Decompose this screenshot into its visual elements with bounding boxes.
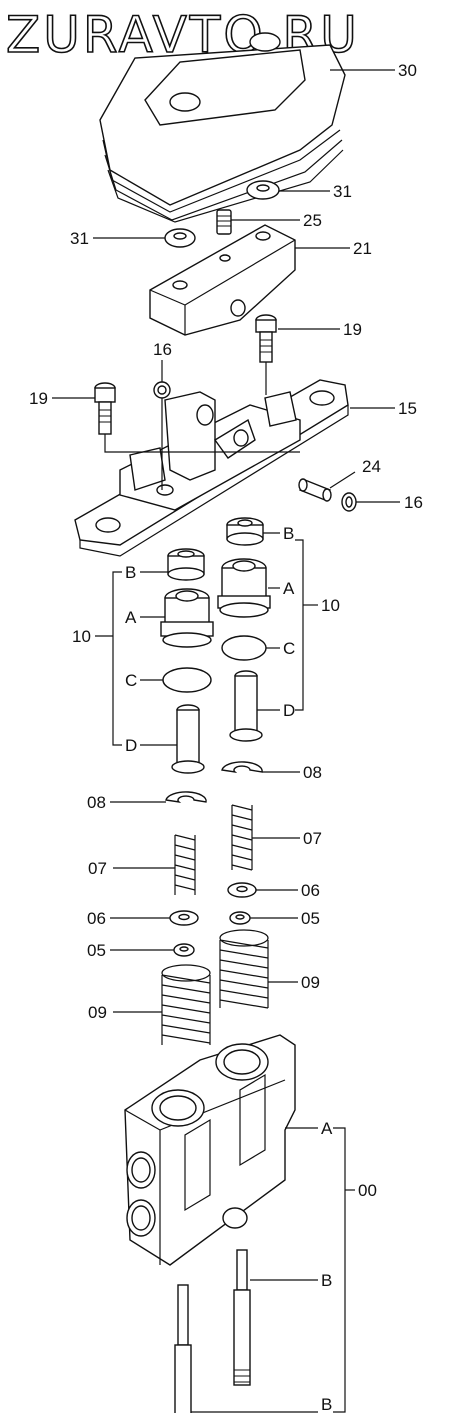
- part-09-spring-right: [219, 929, 269, 1009]
- label-B-left: B: [125, 563, 136, 582]
- label-A-body: A: [321, 1119, 333, 1138]
- part-16-oring-right: [341, 492, 357, 512]
- label-06-right: 06: [301, 881, 320, 900]
- label-05-left: 05: [87, 941, 106, 960]
- label-A-left: A: [125, 608, 137, 627]
- part-10-right-sleeve-A: [217, 558, 271, 618]
- label-07-left: 07: [88, 859, 107, 878]
- part-16-oring-left: [153, 381, 171, 399]
- label-16-lower: 16: [404, 493, 423, 512]
- part-21-plate: [149, 224, 296, 336]
- part-31-washer-left: [164, 228, 196, 248]
- part-08-clip-left: [165, 791, 207, 804]
- label-21: 21: [353, 239, 372, 258]
- label-A-right: A: [283, 579, 295, 598]
- part-08-clip-right: [221, 761, 263, 774]
- label-08-left: 08: [87, 793, 106, 812]
- label-10-left: 10: [72, 627, 91, 646]
- part-06-washer-right: [227, 882, 257, 898]
- label-D-right: D: [283, 701, 295, 720]
- label-08-right: 08: [303, 763, 322, 782]
- part-19-bolt-left: [94, 382, 116, 435]
- label-10-right: 10: [321, 596, 340, 615]
- label-09-left: 09: [88, 1003, 107, 1022]
- part-10-left-sleeve-A: [160, 588, 214, 648]
- part-15-base-plate: [74, 379, 349, 557]
- part-09-spring-left: [161, 964, 211, 1045]
- label-05-right: 05: [301, 909, 320, 928]
- part-00-pin-left: [174, 1284, 192, 1413]
- part-30-boot: [99, 32, 346, 223]
- part-00-pin-right: [233, 1249, 251, 1386]
- part-00-valve-body: [124, 1034, 296, 1266]
- leader-lines: [52, 69, 400, 1413]
- label-15: 15: [398, 399, 417, 418]
- part-10-right-oring-C: [221, 635, 267, 661]
- label-31-right: 31: [333, 182, 352, 201]
- watermark-text: ZURAVTO.RU: [6, 6, 360, 64]
- label-06-left: 06: [87, 909, 106, 928]
- label-24: 24: [362, 457, 381, 476]
- label-D-left: D: [125, 736, 137, 755]
- part-05-washer-left: [173, 943, 195, 957]
- part-24-pin: [298, 478, 332, 502]
- label-19-right: 19: [343, 320, 362, 339]
- label-B-right: B: [283, 524, 294, 543]
- label-25: 25: [303, 211, 322, 230]
- part-25-set-screw: [216, 209, 232, 235]
- callout-labels: 30 31 31 25 21 19 16 19 15 24 16 B A 10 …: [29, 61, 423, 1413]
- label-C-left: C: [125, 671, 137, 690]
- part-10-right-plunger-D: [229, 670, 263, 742]
- label-00: 00: [358, 1181, 377, 1200]
- label-C-right: C: [283, 639, 295, 658]
- label-B-body-lower: B: [321, 1395, 332, 1413]
- label-07-right: 07: [303, 829, 322, 848]
- part-10-left-cap-B: [167, 548, 205, 581]
- label-19-left: 19: [29, 389, 48, 408]
- label-16-upper: 16: [153, 340, 172, 359]
- part-05-washer-right: [229, 911, 251, 925]
- part-10-right-cap-B: [226, 517, 264, 546]
- part-10-left-oring-C: [162, 667, 212, 693]
- label-09-right: 09: [301, 973, 320, 992]
- part-31-washer-right: [246, 180, 280, 200]
- label-B-body-upper: B: [321, 1271, 332, 1290]
- label-30: 30: [398, 61, 417, 80]
- part-10-left-plunger-D: [171, 704, 205, 774]
- part-06-washer-left: [169, 910, 199, 926]
- part-07-spring-right: [231, 804, 253, 871]
- part-07-spring-left: [174, 834, 196, 895]
- part-19-bolt-right: [255, 314, 277, 363]
- label-31-left: 31: [70, 229, 89, 248]
